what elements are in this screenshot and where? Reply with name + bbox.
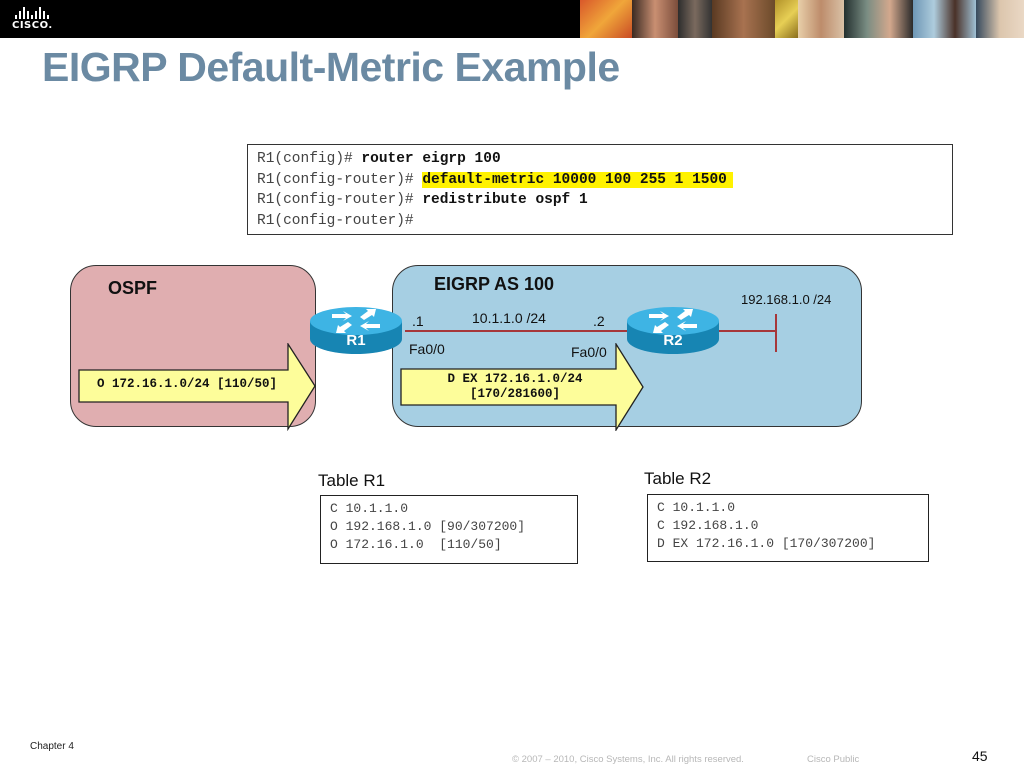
- table-row: C 10.1.1.0: [330, 501, 409, 516]
- config-command: redistribute ospf 1: [422, 192, 588, 208]
- table-row: D EX 172.16.1.0 [170/307200]: [657, 536, 876, 551]
- cisco-logo: CISCO.: [12, 7, 60, 33]
- footer-copyright: © 2007 – 2010, Cisco Systems, Inc. All r…: [512, 754, 744, 765]
- photo-man-cap: [976, 0, 1024, 38]
- router-icon: [310, 307, 402, 354]
- eigrp-route-text-line2: [170/281600]: [469, 387, 560, 401]
- r1-r2-link: [405, 330, 635, 332]
- r2-lan-link: [718, 330, 776, 332]
- config-prompt: R1(config)#: [257, 151, 362, 167]
- eigrp-route-arrow: [400, 343, 644, 431]
- config-line: R1(config-router)#: [257, 211, 943, 232]
- photo-man-dark: [913, 0, 977, 38]
- table-row: O 192.168.1.0 [90/307200]: [330, 519, 526, 534]
- photo-woman-asian: [844, 0, 914, 38]
- photo-man-thinking: [677, 0, 713, 38]
- router-r2[interactable]: R2: [625, 305, 721, 355]
- lan-network-label: 192.168.1.0 /24: [741, 292, 832, 307]
- router-icon: [627, 307, 719, 354]
- table-r2-title: Table R2: [644, 469, 712, 488]
- page-title: EIGRP Default-Metric Example: [42, 44, 620, 90]
- config-prompt: R1(config-router)#: [257, 171, 423, 188]
- ospf-route-text: O 172.16.1.0/24 [110/50]: [96, 377, 278, 391]
- config-line: R1(config-router)# redistribute ospf 1: [257, 190, 943, 211]
- eigrp-route-text-line1: D EX 172.16.1.0/24: [447, 372, 583, 386]
- lan-segment: [775, 314, 777, 352]
- config-line: R1(config)# router eigrp 100: [257, 149, 943, 170]
- routing-table-r2: C 10.1.1.0 C 192.168.1.0 D EX 172.16.1.0…: [647, 494, 929, 562]
- photo-woman: [631, 0, 678, 38]
- page-number: 45: [972, 748, 988, 764]
- router-r2-label: R2: [663, 332, 683, 349]
- r1-interface-label: Fa0/0: [409, 341, 445, 357]
- config-command-highlighted: default-metric 10000 100 255 1 1500: [422, 171, 733, 188]
- r2-ip-label: .2: [593, 313, 605, 329]
- header-bar: CISCO.: [0, 0, 1024, 38]
- footer-classification: Cisco Public: [807, 754, 860, 765]
- link-network-label: 10.1.1.0 /24: [472, 310, 546, 326]
- table-row: C 10.1.1.0: [657, 500, 736, 515]
- photo-man-smiling: [712, 0, 776, 38]
- router-r1-label: R1: [346, 332, 366, 349]
- table-row: O 172.16.1.0 [110/50]: [330, 537, 502, 552]
- config-command: router eigrp 100: [361, 151, 501, 167]
- eigrp-zone-label: EIGRP AS 100: [434, 274, 555, 294]
- ospf-zone-label: OSPF: [108, 278, 158, 298]
- table-row: C 192.168.1.0: [657, 518, 759, 533]
- routing-table-r1: C 10.1.1.0 O 192.168.1.0 [90/307200] O 1…: [320, 495, 578, 564]
- cisco-logo-bars-icon: [15, 7, 60, 19]
- config-commands-box: R1(config)# router eigrp 100 R1(config-r…: [247, 144, 953, 235]
- router-r1[interactable]: R1: [308, 305, 404, 355]
- header-photo-strip: [580, 0, 1024, 38]
- config-prompt: R1(config-router)#: [257, 192, 423, 208]
- table-r1-title: Table R1: [318, 471, 386, 490]
- config-prompt: R1(config-router)#: [257, 212, 414, 229]
- config-line: R1(config-router)# default-metric 10000 …: [257, 170, 943, 191]
- photo-orange-texture: [580, 0, 632, 38]
- ospf-route-arrow: [78, 343, 316, 431]
- photo-woman-headscarf: [798, 0, 845, 38]
- footer-chapter: Chapter 4: [30, 741, 74, 752]
- photo-yellow-pattern: [775, 0, 799, 38]
- r2-interface-label: Fa0/0: [571, 344, 607, 360]
- r1-ip-label: .1: [412, 313, 424, 329]
- cisco-logo-text: CISCO.: [12, 20, 53, 31]
